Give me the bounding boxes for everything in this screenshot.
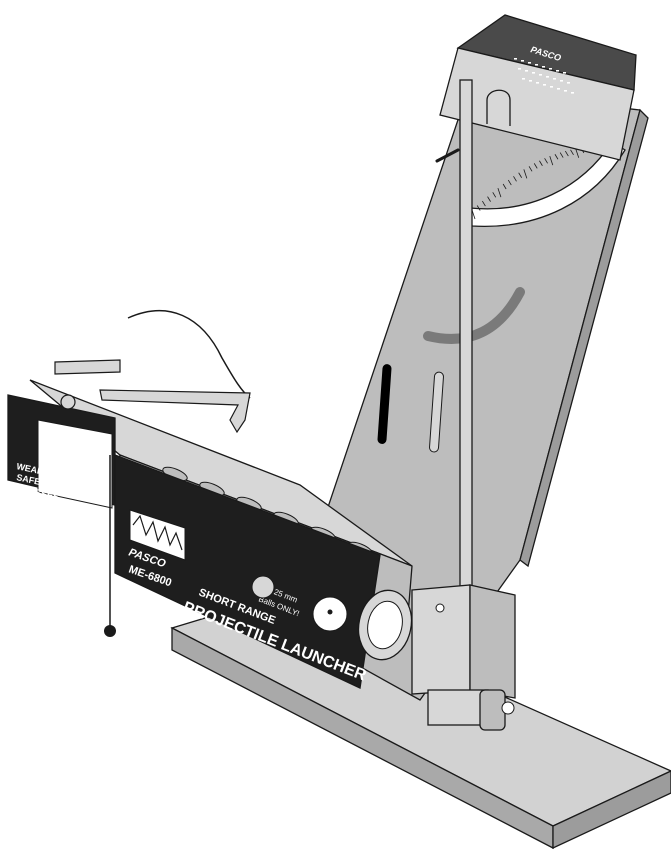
indicator-dot: [536, 82, 539, 84]
safety-angle-scale: [37, 419, 113, 509]
head-front: [439, 47, 635, 161]
vertical-rod: [459, 79, 473, 601]
plumb-bob: [104, 455, 116, 637]
barrel-muzzle-inner: [367, 600, 403, 650]
protractor-tick: [523, 169, 528, 179]
protractor-head: PASCO: [435, 14, 637, 228]
protractor-tick: [518, 172, 523, 178]
indicator-dot: [522, 78, 525, 80]
indicator-dot: [528, 62, 531, 64]
main-label-panel: [114, 454, 381, 689]
indicator-dot: [518, 68, 521, 70]
stand-edge: [519, 108, 649, 568]
indicator-dot: [549, 68, 552, 70]
base-plate-right-edge: [552, 770, 671, 850]
head-cutout: [486, 89, 511, 126]
indicator-dot: [535, 64, 538, 66]
plumb-bob-weight: [104, 625, 116, 637]
indicator-dot: [556, 70, 559, 72]
stand-slot-left: [377, 364, 392, 444]
protractor-tick: [544, 158, 548, 164]
base-clamp-knob: [501, 701, 515, 715]
rod-clamp-side: [469, 584, 516, 699]
rod-clamp-front: [411, 584, 471, 695]
trigger-bracket: [54, 359, 121, 375]
protractor-tick: [482, 200, 486, 207]
pivot-pin: [435, 148, 460, 163]
trigger-assembly: [54, 310, 251, 434]
protractor-tick: [487, 196, 491, 202]
indicator-dot: [557, 88, 560, 90]
protractor-tick: [575, 148, 580, 158]
protractor-tick: [554, 154, 559, 160]
clamp-screw: [435, 603, 445, 613]
indicator-dot: [514, 58, 517, 60]
stand-slot-right: [429, 371, 444, 453]
protractor-tick: [513, 176, 517, 182]
protractor-tick: [492, 192, 497, 198]
indicator-dot: [546, 76, 549, 78]
indicator-dot: [571, 92, 574, 94]
protractor-tick: [476, 205, 481, 211]
indicator-dot: [521, 60, 524, 62]
launcher-body: WEAR SAFETY GLASSES WHEN IN USE. PASCO M…: [7, 379, 413, 689]
trigger-cord: [127, 310, 251, 399]
protractor-tick: [507, 179, 512, 186]
protractor-tick: [533, 163, 538, 169]
indicator-dot: [525, 70, 528, 72]
trigger-knob: [60, 394, 76, 410]
curved-angle-slot: [423, 287, 525, 344]
indicator-dot: [539, 74, 542, 76]
indicator-dot: [543, 84, 546, 86]
head-indicator-dots: [514, 58, 574, 94]
mounting-stand: [321, 89, 649, 701]
indicator-dot: [532, 72, 535, 74]
indicator-dot: [553, 78, 556, 80]
indicator-dot: [529, 80, 532, 82]
spring: [132, 514, 183, 551]
trigger-lever: [99, 389, 251, 434]
protractor-tick: [497, 187, 502, 198]
indicator-dot: [564, 90, 567, 92]
base-clamp: [427, 689, 489, 726]
protractor-tick: [570, 149, 574, 156]
indicator-dot: [550, 86, 553, 88]
protractor-tick: [528, 166, 533, 172]
ball-knob: [251, 575, 275, 599]
protractor-tick: [564, 150, 569, 157]
protractor-tick: [502, 183, 507, 190]
base-clamp-knob-body: [479, 689, 506, 731]
protractor-tick: [539, 160, 543, 166]
indicator-dot: [567, 82, 570, 84]
indicator-dot: [542, 66, 545, 68]
vertical-rod-assembly: [411, 79, 516, 731]
indicator-dot: [560, 80, 563, 82]
indicator-dot: [563, 72, 566, 74]
protractor-tick: [549, 156, 554, 166]
launch-disc-dot: [327, 609, 333, 615]
protractor-tick: [559, 152, 564, 158]
spring-window: [129, 509, 186, 561]
